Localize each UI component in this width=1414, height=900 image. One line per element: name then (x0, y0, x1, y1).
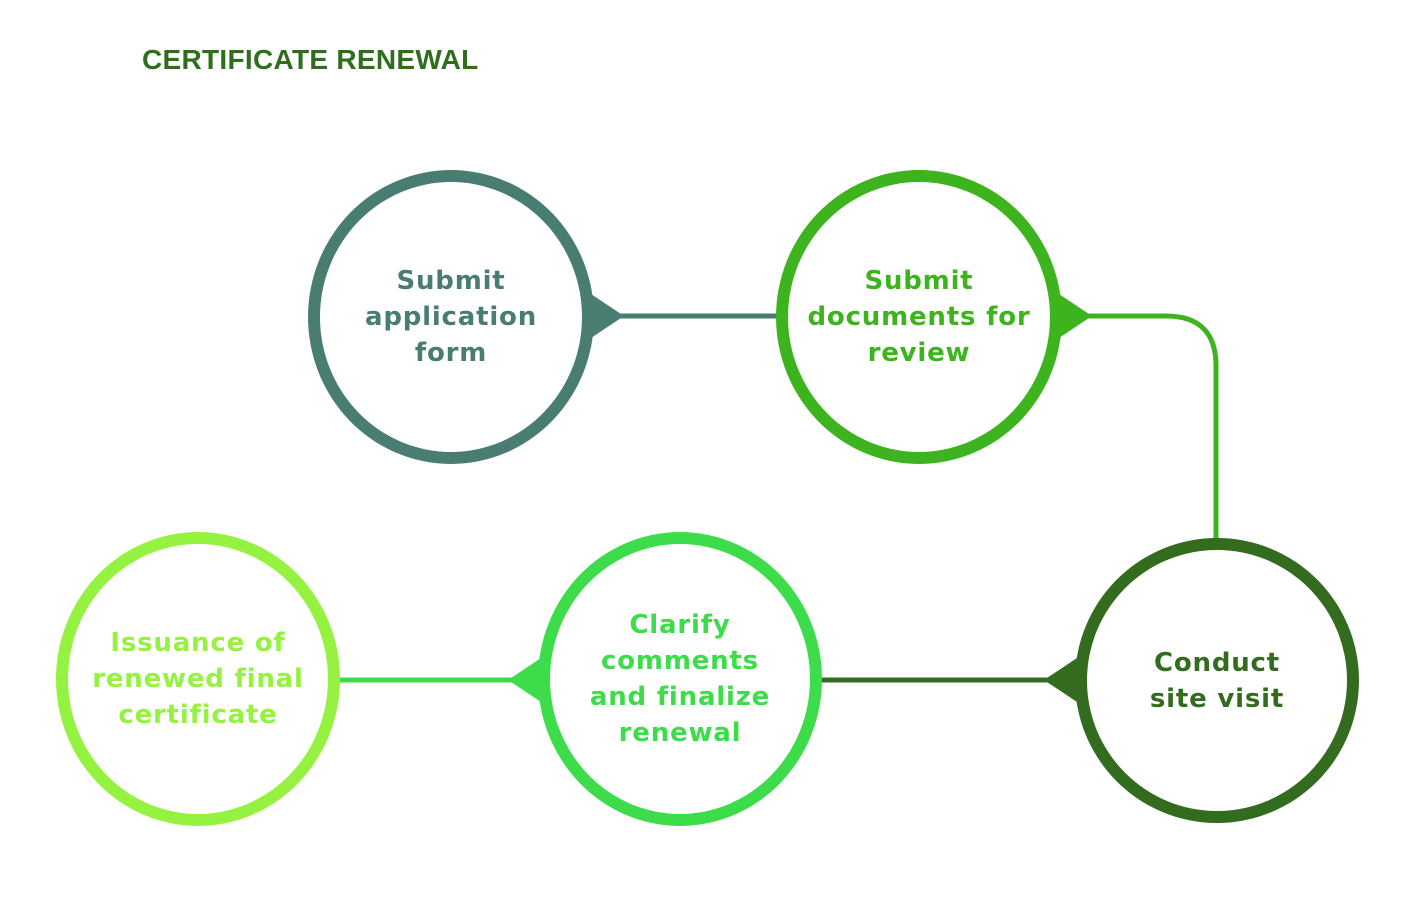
connector-2-3 (1066, 313, 1219, 542)
step-label: Conduct site visit (1149, 647, 1285, 714)
page-title: CERTIFICATE RENEWAL (142, 44, 479, 75)
step-site-visit: Conduct site visit (1075, 538, 1359, 823)
step-label: Submit documents for review (807, 266, 1031, 368)
step-submit-documents: Submit documents for review (776, 170, 1062, 464)
step-label: Issuance of renewed final certificate (92, 628, 304, 730)
step-label: Submit application form (364, 266, 538, 368)
step-submit-application: Submit application form (308, 170, 594, 464)
arrow-head-1 (588, 292, 624, 340)
step-clarify-comments: Clarify comments and finalize renewal (538, 532, 822, 826)
arrow-head-2 (1056, 292, 1092, 340)
arrow-head-3 (1044, 656, 1080, 704)
step-issuance: Issuance of renewed final certificate (56, 532, 340, 826)
step-label: Clarify comments and finalize renewal (589, 610, 771, 748)
arrow-head-4 (508, 656, 544, 704)
